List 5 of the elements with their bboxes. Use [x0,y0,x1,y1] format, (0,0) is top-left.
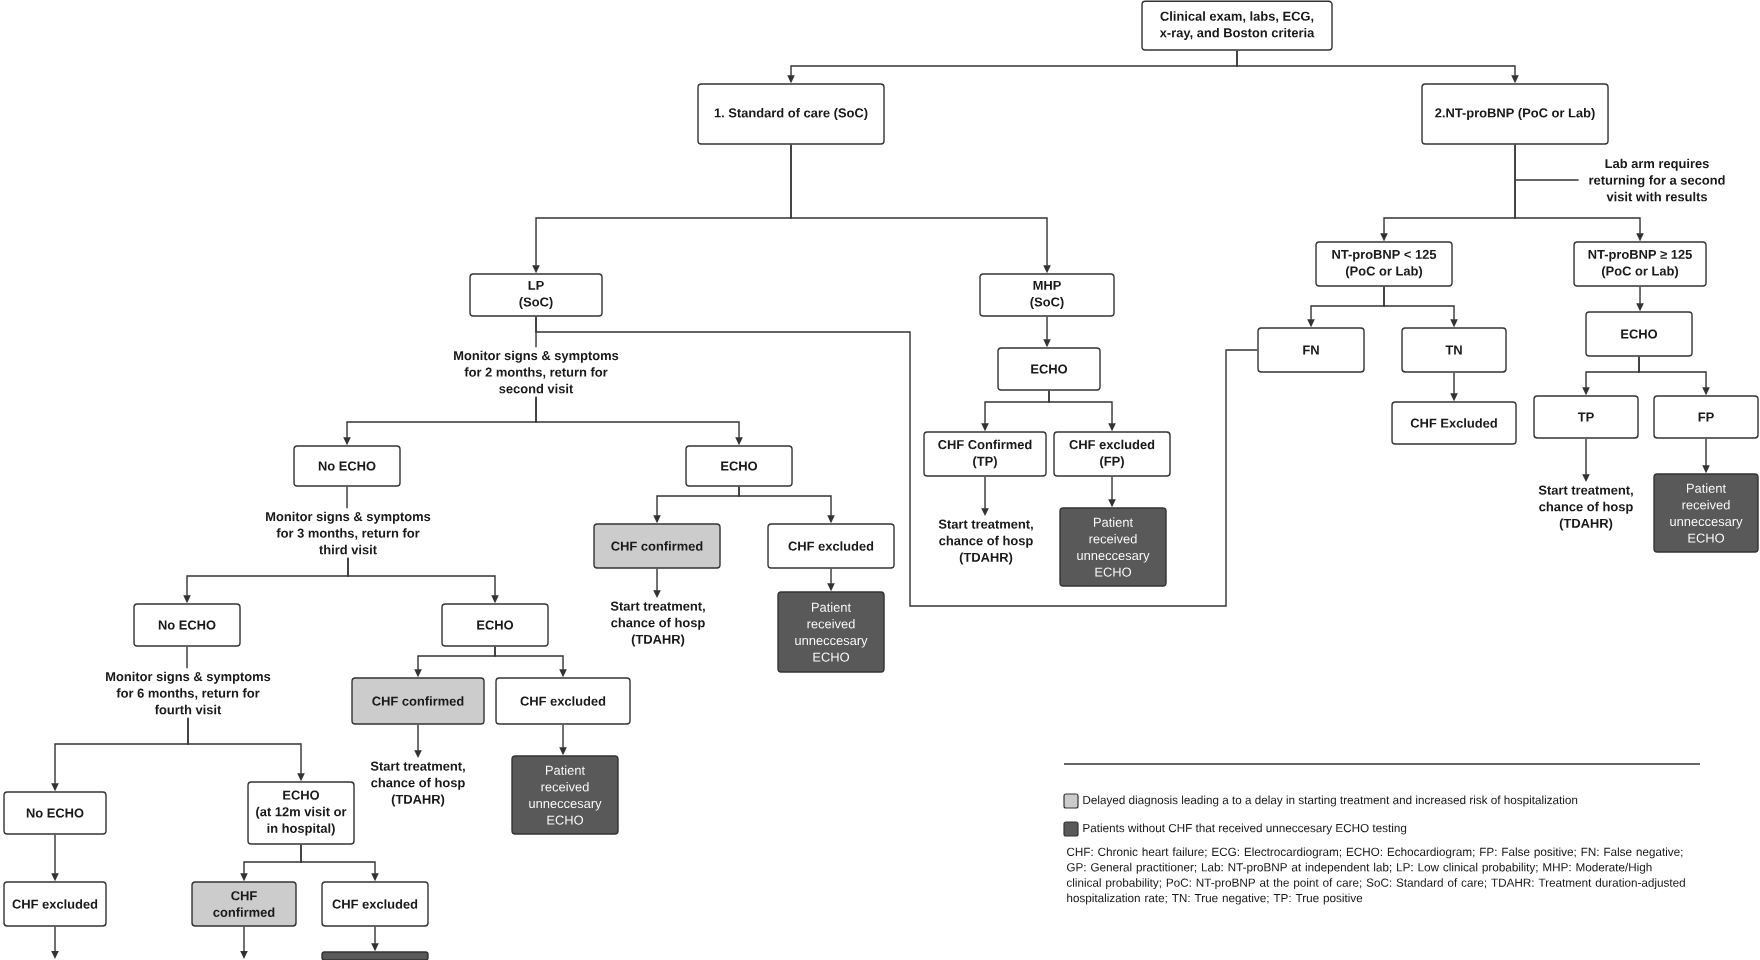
connector-line [186,646,188,669]
shaded-box [321,951,429,960]
connector-line [535,316,1258,607]
connector-line [346,486,348,509]
leader-line [1515,179,1580,181]
